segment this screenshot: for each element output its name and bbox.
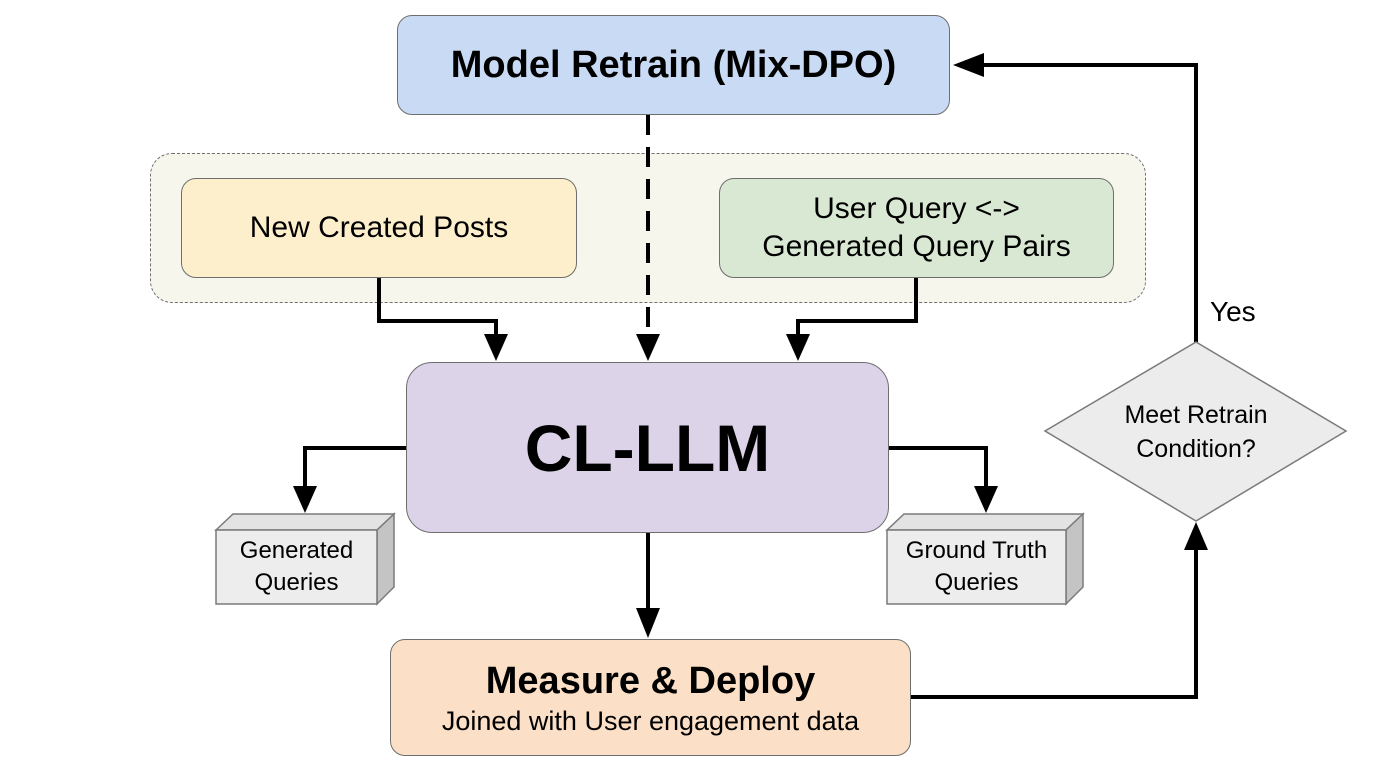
model-retrain-label: Model Retrain (Mix-DPO) — [450, 43, 897, 86]
model-retrain-node: Model Retrain (Mix-DPO) — [397, 15, 950, 115]
ground-truth-queries-box — [885, 512, 1085, 606]
generated-queries-box — [214, 512, 396, 606]
arrow-decision-to-retrain — [978, 63, 1198, 342]
generated-queries-text: Generated Queries — [216, 535, 377, 599]
arrow-llm-to-ground-truth — [889, 446, 988, 490]
arrowhead-icon — [636, 334, 660, 361]
generated-queries-line2: Queries — [254, 569, 339, 596]
measure-deploy-node: Measure & Deploy Joined with User engage… — [390, 639, 911, 756]
query-pairs-line1: User Query <-> — [813, 192, 1020, 225]
arrowhead-icon — [1184, 522, 1208, 550]
yes-edge-label: Yes — [1210, 296, 1256, 327]
arrowhead-icon — [953, 53, 984, 77]
arrow-measure-to-decision — [911, 545, 1198, 699]
query-pairs-line2: Generated Query Pairs — [762, 230, 1071, 263]
decision-text: Meet Retrain Condition? — [1070, 398, 1322, 466]
decision-diamond — [1043, 341, 1348, 522]
cl-llm-node: CL-LLM — [406, 362, 889, 533]
arrow-llm-to-generated — [303, 446, 406, 490]
ground-truth-queries-line2: Queries — [934, 569, 1019, 596]
measure-deploy-title: Measure & Deploy — [485, 659, 816, 702]
ground-truth-queries-line1: Ground Truth — [905, 537, 1048, 564]
new-created-posts-node: New Created Posts — [181, 178, 577, 278]
arrowhead-icon — [974, 486, 998, 513]
arrowhead-icon — [786, 334, 810, 361]
measure-deploy-subtitle: Joined with User engagement data — [441, 705, 860, 736]
query-pairs-node: User Query <-> Generated Query Pairs — [719, 178, 1114, 278]
generated-queries-line1: Generated — [239, 537, 354, 564]
decision-line1: Meet Retrain — [1124, 401, 1268, 429]
arrowhead-icon — [293, 486, 317, 513]
cl-llm-label: CL-LLM — [524, 410, 771, 485]
decision-line2: Condition? — [1136, 435, 1256, 463]
arrow-posts-to-llm — [377, 278, 498, 340]
arrowhead-icon — [636, 608, 660, 638]
arrowhead-icon — [484, 334, 508, 361]
new-created-posts-label: New Created Posts — [249, 211, 509, 244]
ground-truth-queries-text: Ground Truth Queries — [887, 535, 1066, 599]
arrow-pairs-to-llm — [796, 278, 918, 340]
